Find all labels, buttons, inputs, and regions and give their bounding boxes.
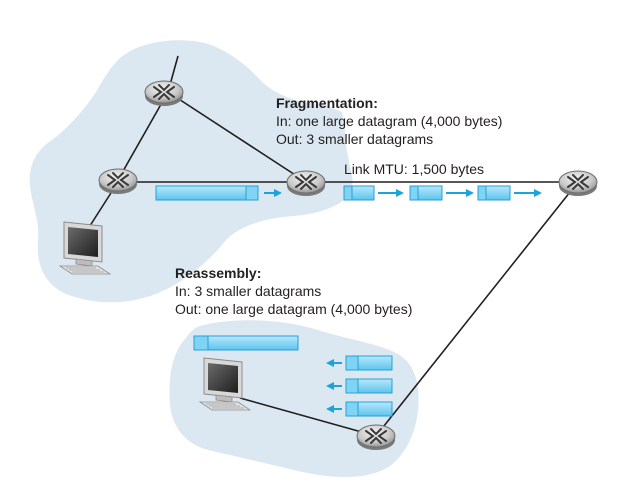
router-icon	[356, 424, 396, 451]
router-icon	[144, 80, 184, 107]
fragmentation-input: In: one large datagram (4,000 bytes)	[276, 113, 502, 129]
datagram-icon	[477, 185, 511, 201]
link	[375, 181, 579, 437]
reassembly-output: Out: one large datagram (4,000 bytes)	[175, 301, 412, 317]
datagram-icon	[345, 401, 393, 417]
datagram-icon	[193, 335, 299, 351]
link	[117, 91, 169, 181]
arrow-icon	[378, 189, 404, 197]
arrow-icon	[514, 189, 542, 197]
link	[167, 91, 307, 183]
reassembly-input: In: 3 smaller datagrams	[175, 283, 321, 299]
router-icon	[98, 168, 138, 195]
datagram-icon	[343, 185, 375, 201]
fragmentation-heading: Fragmentation:	[276, 95, 378, 111]
datagram-icon	[345, 355, 393, 371]
datagram-icon	[345, 378, 393, 394]
arrow-icon	[264, 189, 282, 197]
link	[239, 397, 377, 437]
fragmentation-output: Out: 3 smaller datagrams	[276, 131, 433, 147]
arrow-icon	[326, 382, 342, 390]
arrow-icon	[326, 359, 342, 367]
router-icon	[286, 170, 326, 197]
link-mtu-label: Link MTU: 1,500 bytes	[344, 161, 484, 177]
datagram-icon	[409, 185, 443, 201]
router-icon	[558, 170, 598, 197]
reassembly-heading: Reassembly:	[175, 265, 261, 281]
arrow-icon	[446, 189, 474, 197]
network-cloud-top	[29, 40, 353, 303]
arrow-icon	[326, 405, 342, 413]
datagram-icon	[155, 185, 259, 201]
